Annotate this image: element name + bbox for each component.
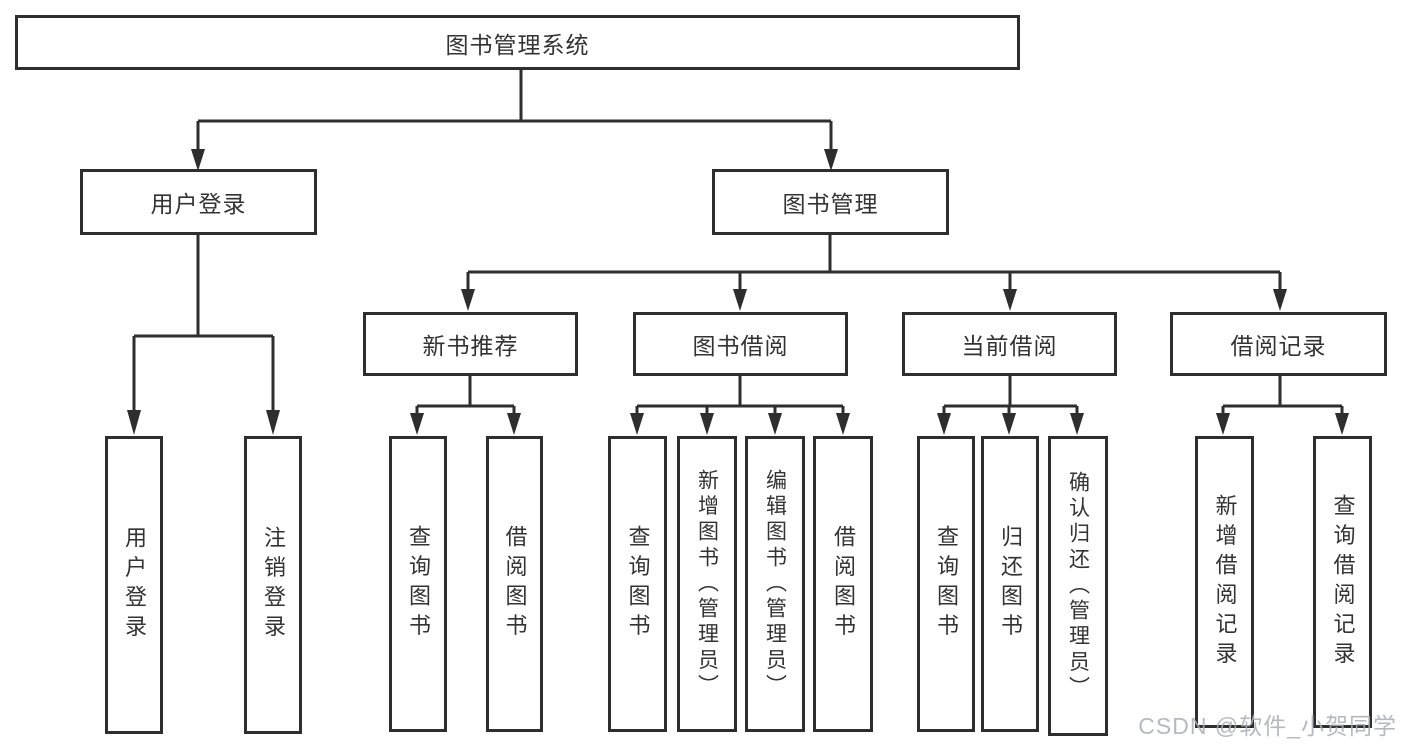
leaf-logout-label: 注销登录 — [261, 526, 286, 644]
node-user-login: 用户登录 — [80, 169, 317, 235]
leaf-borrow-books-2: 借阅图书 — [813, 436, 873, 732]
node-root: 图书管理系统 — [15, 15, 1020, 70]
leaf-borrow-books-1-label: 借阅图书 — [502, 525, 528, 643]
node-book-management: 图书管理 — [712, 169, 949, 235]
node-book-management-label: 图书管理 — [782, 191, 879, 217]
leaf-user-login-label: 用户登录 — [122, 526, 147, 644]
leaf-add-borrow-record: 新增借阅记录 — [1195, 436, 1254, 728]
leaf-edit-books-admin-label: 编辑图书（管理员） — [763, 468, 787, 700]
leaf-query-borrow-record: 查询借阅记录 — [1313, 436, 1372, 728]
watermark: CSDN @软件_小贺同学 — [1138, 713, 1397, 739]
leaf-query-books-3: 查询图书 — [917, 436, 975, 732]
leaf-edit-books-admin: 编辑图书（管理员） — [745, 436, 805, 732]
leaf-confirm-return-admin-label: 确认归还（管理员） — [1066, 470, 1090, 702]
node-current-borrow: 当前借阅 — [902, 312, 1117, 376]
leaf-add-books-admin: 新增图书（管理员） — [677, 436, 737, 732]
leaf-borrow-books-1: 借阅图书 — [486, 436, 543, 732]
node-borrow-records-label: 借阅记录 — [1230, 333, 1327, 359]
leaf-user-login: 用户登录 — [105, 436, 163, 734]
leaf-query-books-1-label: 查询图书 — [406, 525, 431, 643]
leaf-add-borrow-record-label: 新增借阅记录 — [1212, 493, 1238, 671]
node-borrow-records: 借阅记录 — [1170, 312, 1387, 376]
leaf-query-borrow-record-label: 查询借阅记录 — [1330, 493, 1356, 671]
leaf-query-books-2-label: 查询图书 — [625, 525, 651, 643]
node-current-borrow-label: 当前借阅 — [961, 333, 1058, 359]
node-new-book-recommend-label: 新书推荐 — [422, 333, 519, 359]
leaf-query-books-1: 查询图书 — [389, 436, 447, 732]
node-root-label: 图书管理系统 — [445, 31, 590, 58]
leaf-query-books-3-label: 查询图书 — [934, 525, 959, 643]
leaf-confirm-return-admin: 确认归还（管理员） — [1048, 436, 1108, 736]
node-book-borrow-label: 图书借阅 — [692, 333, 789, 359]
leaf-query-books-2: 查询图书 — [608, 436, 667, 732]
leaf-logout: 注销登录 — [244, 436, 302, 734]
leaf-return-books: 归还图书 — [981, 436, 1039, 732]
leaf-add-books-admin-label: 新增图书（管理员） — [695, 468, 719, 700]
node-user-login-label: 用户登录 — [150, 191, 247, 217]
leaf-borrow-books-2-label: 借阅图书 — [831, 525, 856, 643]
leaf-return-books-label: 归还图书 — [998, 525, 1023, 643]
node-new-book-recommend: 新书推荐 — [363, 312, 578, 376]
node-book-borrow: 图书借阅 — [633, 312, 848, 376]
